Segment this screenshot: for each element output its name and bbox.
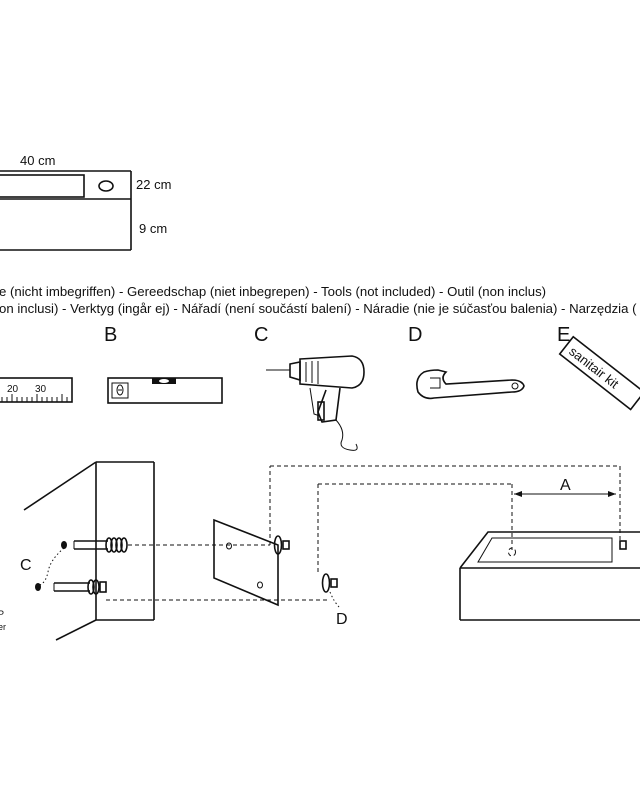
tap-hole-icon bbox=[98, 180, 114, 192]
drill-hole-upper bbox=[61, 541, 67, 549]
drill-hole-lower bbox=[35, 583, 41, 591]
tool-letter-b: B bbox=[104, 324, 117, 346]
upper-bolt-icon bbox=[73, 537, 128, 553]
tool-letter-d: D bbox=[408, 324, 422, 346]
width-dimension: 40 cm bbox=[20, 153, 55, 168]
callout-d-label: D bbox=[336, 611, 348, 628]
tool-letter-c: C bbox=[254, 324, 268, 346]
tools-header-line-1: e (nicht imbegriffen) - Gereedschap (nie… bbox=[0, 284, 546, 299]
wall-section bbox=[23, 461, 155, 641]
tool-letter-e: E bbox=[557, 324, 570, 346]
basin-dimension-drawing: 40 cm 22 cm 9 cm bbox=[0, 153, 171, 251]
sanitary-kit-icon: sanitair kit bbox=[558, 335, 640, 411]
lower-bolt-icon bbox=[53, 579, 107, 595]
dimension-a-label: A bbox=[560, 477, 571, 494]
callout-c-line bbox=[39, 547, 65, 586]
dimension-a: A bbox=[514, 477, 616, 497]
upper-washer-nut-icon bbox=[273, 535, 290, 555]
tools-header-line-2: on inclusi) - Verktyg (ingår ej) - Nářad… bbox=[0, 301, 637, 316]
callout-d-line bbox=[329, 591, 341, 609]
lower-washer-nut-icon bbox=[321, 573, 338, 593]
cut-label-line-1: P bbox=[0, 609, 4, 619]
cut-label-line-2: er bbox=[0, 622, 6, 632]
depth-dimension: 9 cm bbox=[139, 221, 167, 236]
ruler-tick-30: 30 bbox=[35, 384, 47, 395]
mounting-plate bbox=[213, 518, 279, 607]
height-dimension: 22 cm bbox=[136, 177, 171, 192]
ruler-tick-20: 20 bbox=[7, 384, 19, 395]
callout-c-label: C bbox=[20, 557, 32, 574]
wrench-icon bbox=[416, 369, 525, 400]
ruler-icon: 20 30 bbox=[0, 377, 73, 403]
spirit-level-icon bbox=[107, 377, 223, 404]
drill-icon bbox=[266, 355, 365, 451]
basin-perspective bbox=[459, 531, 640, 621]
